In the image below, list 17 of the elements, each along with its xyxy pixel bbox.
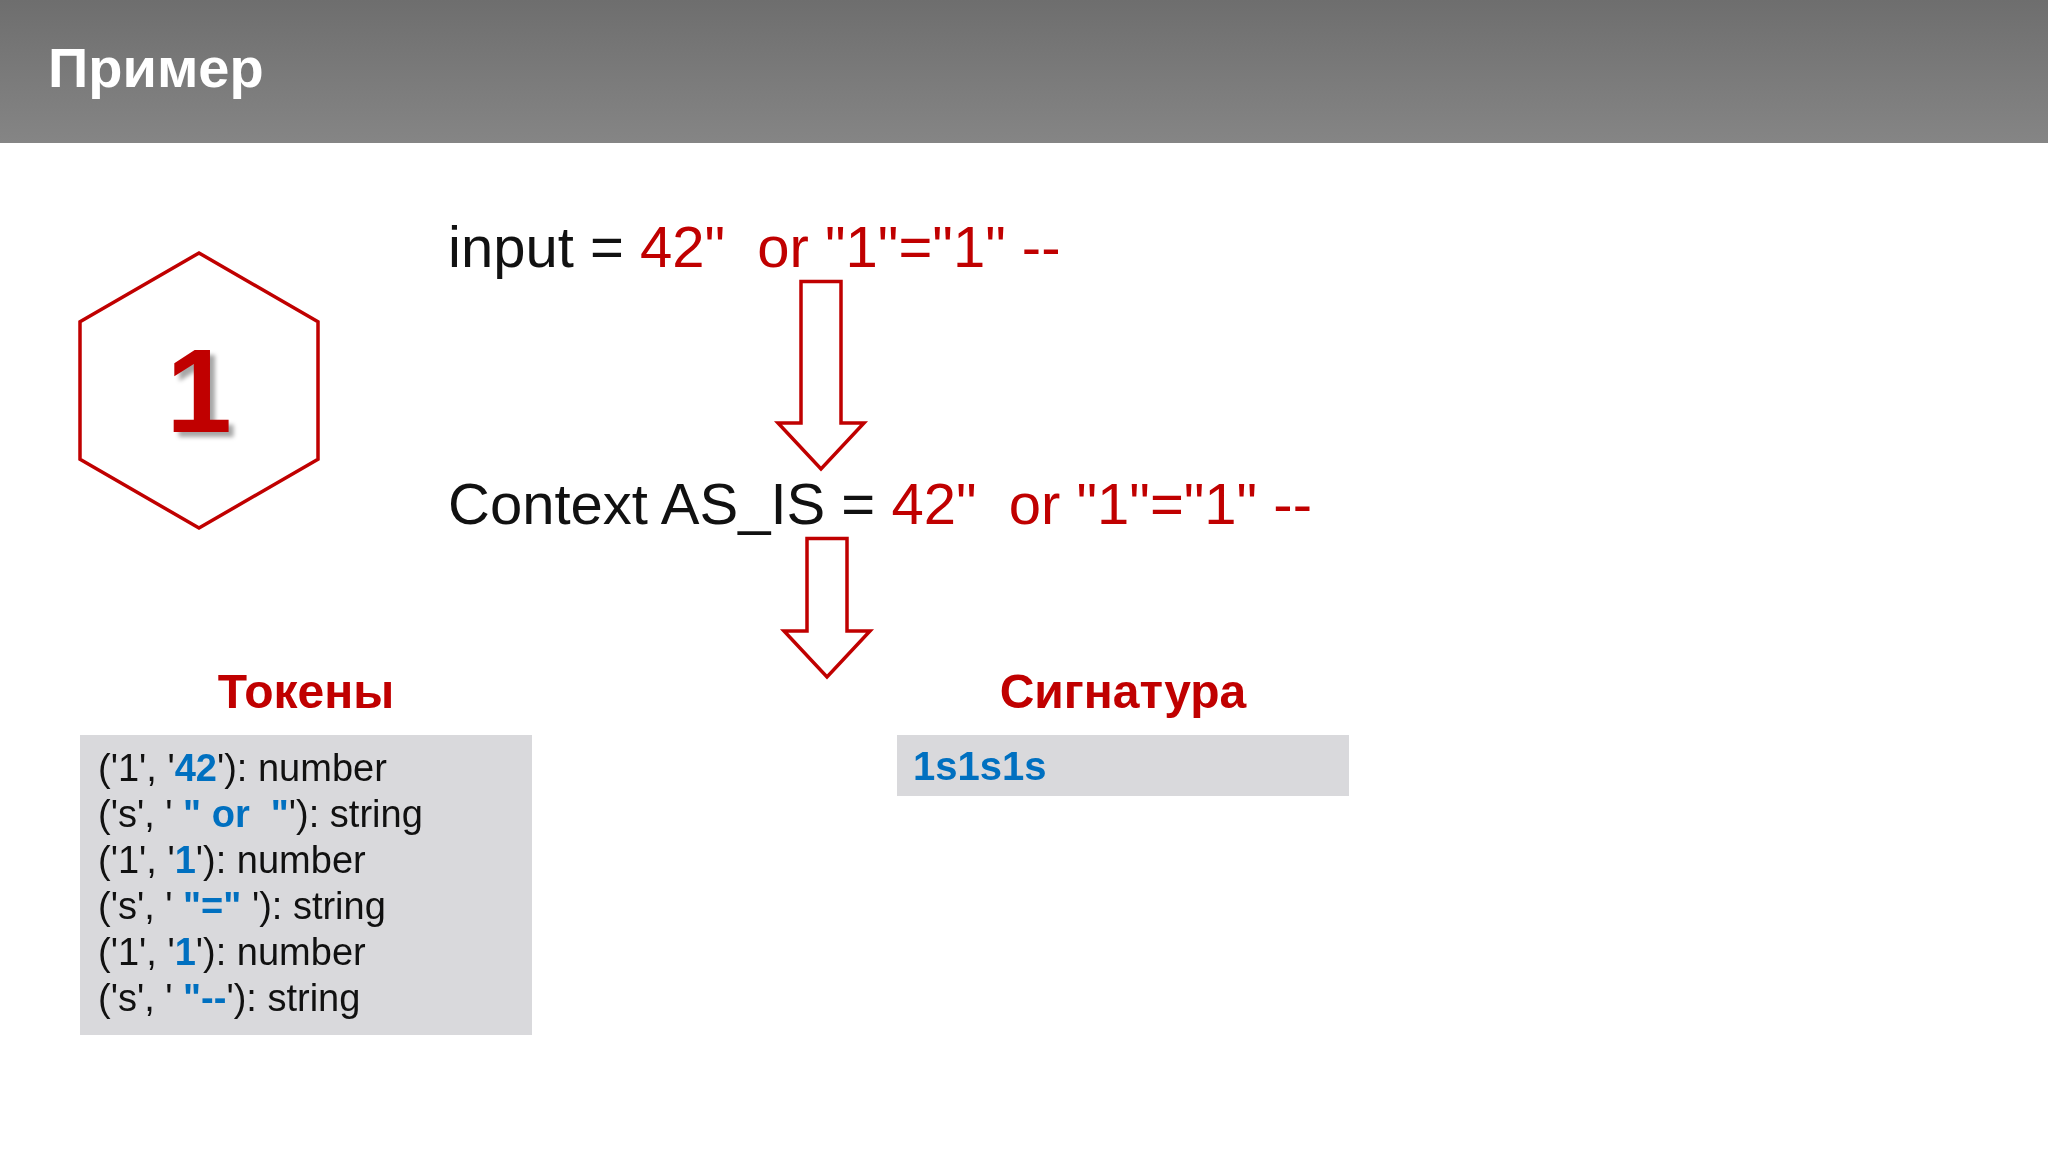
slide-title: Пример	[48, 35, 264, 101]
signature-text: 1s1s1s	[913, 742, 1047, 789]
block-arrow	[773, 279, 869, 472]
token-line: ('1', '42'): number	[98, 745, 388, 791]
panel-heading: Сигнатура	[999, 665, 1247, 718]
block-arrow	[779, 536, 875, 680]
injected-value: 42" or "1"="1" --	[640, 213, 1061, 281]
token-line: ('s', ' "--'): string	[98, 975, 362, 1021]
token-line: ('1', '1'): number	[98, 837, 367, 883]
token-line: ('s', ' " or "'): string	[98, 791, 424, 837]
token-line: ('s', ' "=" '): string	[98, 883, 387, 929]
step-number: 1	[166, 331, 232, 450]
token-line: ('1', '1'): number	[98, 929, 367, 975]
expression-text: Context AS_IS =	[448, 470, 876, 538]
expression-text: input =	[448, 213, 624, 281]
injected-value: 42" or "1"="1" --	[891, 470, 1312, 538]
panel-heading: Токены	[217, 665, 395, 718]
